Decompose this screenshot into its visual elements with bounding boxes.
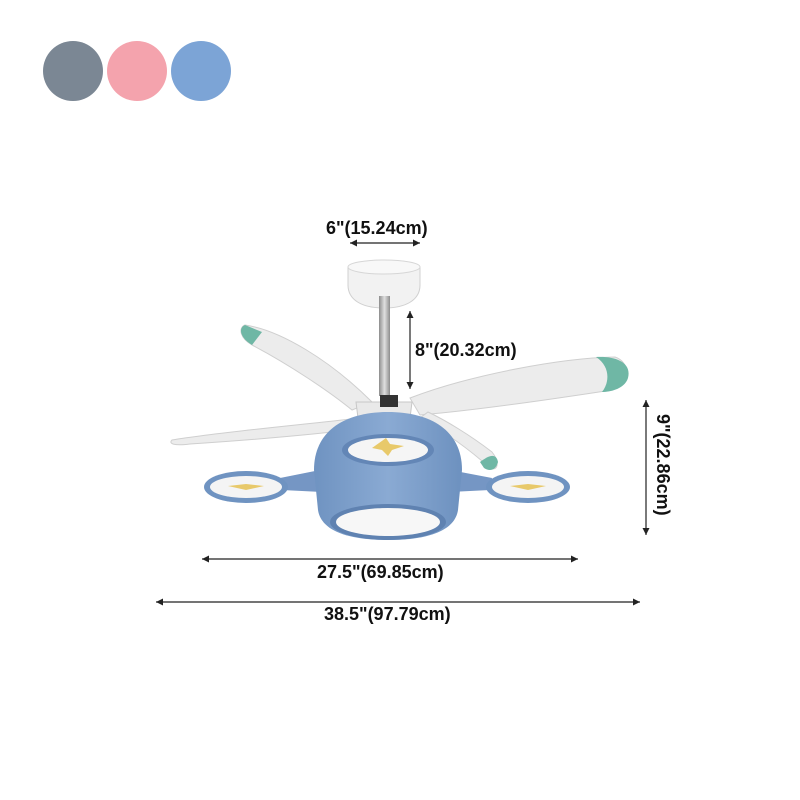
star-icon <box>372 438 404 456</box>
color-swatch-gray[interactable] <box>43 41 103 101</box>
canopy-width-label: 6"(15.24cm) <box>326 218 428 238</box>
fan-blade <box>240 324 373 411</box>
color-swatch-pink[interactable] <box>107 41 167 101</box>
motor-bracket <box>380 395 398 407</box>
downrod <box>379 296 390 396</box>
downrod-length-label: 8"(20.32cm) <box>415 340 517 360</box>
blade-span-label: 38.5"(97.79cm) <box>324 604 451 624</box>
star-icon <box>510 484 546 490</box>
color-swatch-blue[interactable] <box>171 41 231 101</box>
fan-body <box>314 412 462 540</box>
canopy <box>347 259 421 309</box>
left-light-arm <box>204 470 322 503</box>
fan-blade <box>409 356 629 416</box>
right-light-arm <box>450 470 570 503</box>
star-icon <box>228 484 264 490</box>
fan-blade <box>170 417 366 446</box>
light-span-label: 27.5"(69.85cm) <box>317 562 444 582</box>
height-label: 9"(22.86cm) <box>653 414 673 516</box>
